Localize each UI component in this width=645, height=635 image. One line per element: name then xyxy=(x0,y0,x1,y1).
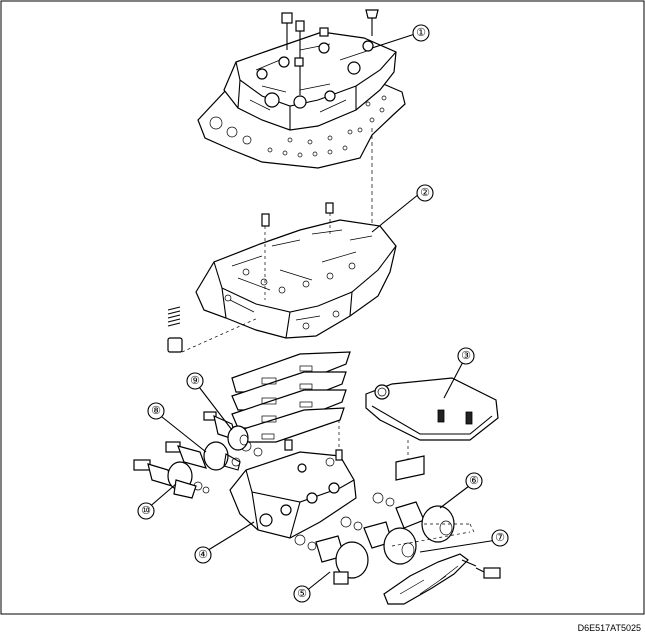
callout-1 xyxy=(412,24,430,42)
callout-8 xyxy=(147,402,165,420)
reference-code: D6E517AT5025 xyxy=(577,623,641,633)
callout-6 xyxy=(465,472,483,490)
callout-3-label: ③ xyxy=(461,350,471,362)
oil-strainer xyxy=(365,377,499,481)
callout-7 xyxy=(491,529,509,547)
callout-4-label: ④ xyxy=(198,549,208,561)
callout-10-label: ⑩ xyxy=(141,505,151,517)
callout-9 xyxy=(186,372,204,390)
callout-4 xyxy=(194,546,212,564)
upper-valve-body xyxy=(197,9,406,169)
lower-valve-body xyxy=(195,202,397,339)
solenoid-8 xyxy=(165,441,241,471)
solenoid-housing xyxy=(229,420,357,539)
callout-9-label: ⑨ xyxy=(190,375,200,387)
assembly-lines xyxy=(391,523,475,547)
callout-3 xyxy=(457,347,475,365)
callout-2-label: ② xyxy=(420,187,430,199)
solenoid-10 xyxy=(133,459,197,499)
solenoid-9 xyxy=(203,411,249,451)
callout-5-label: ⑤ xyxy=(297,588,307,600)
callout-2 xyxy=(416,184,434,202)
callout-6-label: ⑥ xyxy=(469,475,479,487)
solenoid-5 xyxy=(315,535,369,585)
diagram-frame xyxy=(0,0,645,615)
callout-1-label: ① xyxy=(416,27,426,39)
separator-plates xyxy=(231,351,351,443)
callout-10 xyxy=(137,502,155,520)
leader-lines xyxy=(146,33,498,593)
callout-7-label: ⑦ xyxy=(495,532,505,544)
solenoid-7 xyxy=(363,521,417,565)
callout-5 xyxy=(293,585,311,603)
spring-and-valve xyxy=(167,306,259,353)
top-fasteners xyxy=(281,9,379,95)
callout-8-label: ⑧ xyxy=(151,405,161,417)
harness-bracket xyxy=(383,553,501,605)
